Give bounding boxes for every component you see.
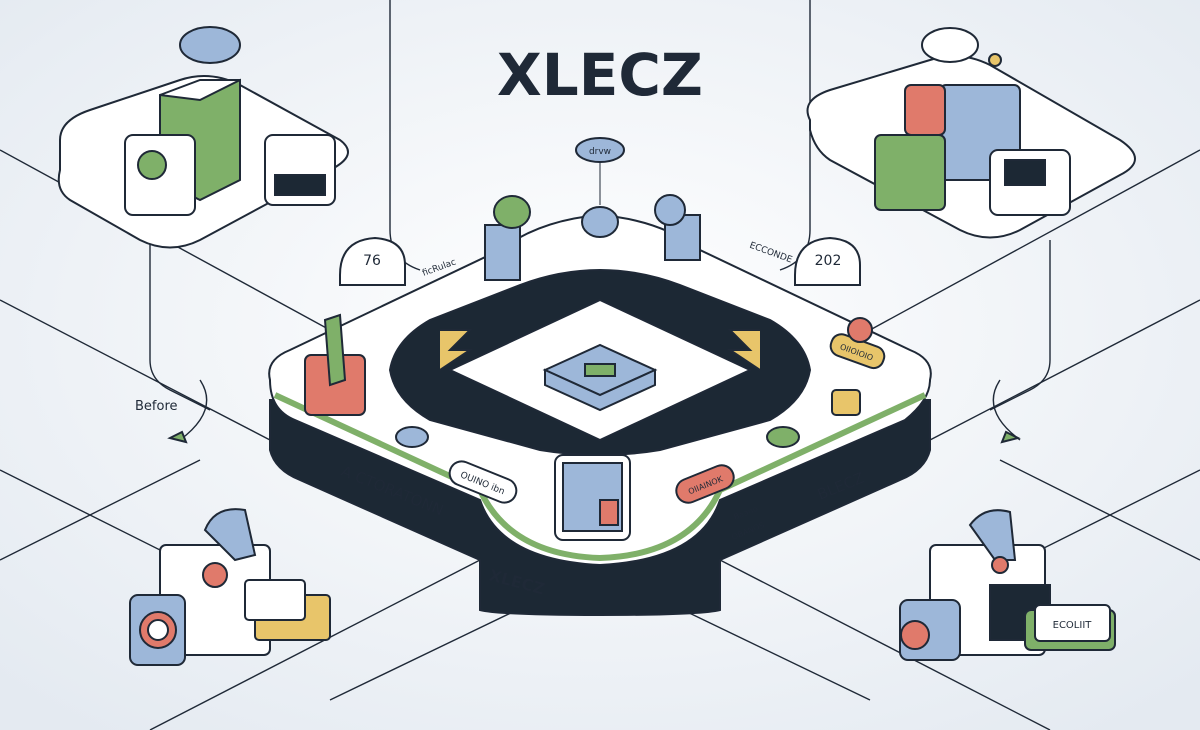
machine-icon: [664, 214, 701, 261]
robot-arm-icon: [203, 508, 257, 562]
cloud-icon: [179, 26, 241, 64]
left-cloud-text: 76: [363, 253, 381, 269]
building-icon: [484, 224, 521, 281]
page-title: XLECZ: [497, 41, 703, 109]
top-right-platform: [806, 27, 1136, 239]
red-panel-icon: [904, 84, 946, 136]
lamp-icon: [988, 53, 1002, 67]
output-card-text: ECOLIIT: [1053, 620, 1093, 631]
cloud-icon: [575, 137, 625, 163]
central-platform: drvw 76 ficRulac 202 ECCONDE OIIOIOIO A …: [268, 137, 932, 617]
before-caption: Before: [135, 399, 178, 414]
robot-arm-icon: [968, 509, 1017, 561]
cloud-icon: [921, 27, 979, 63]
disk-icon: [766, 426, 800, 448]
left-cloud-badge: [339, 236, 406, 286]
leaf-icon: [167, 430, 188, 444]
left-pill: [448, 460, 518, 504]
arrow-right-icon: [726, 329, 761, 371]
cloud-label: drvw: [589, 147, 611, 157]
coin-icon: [654, 194, 686, 226]
coin-icon: [493, 195, 531, 229]
plant-pot-icon: [831, 389, 861, 416]
bottom-left-machine: [129, 508, 331, 666]
gear-icon: [202, 562, 228, 588]
bottom-right-machine: ECOLIIT: [899, 509, 1116, 661]
right-cloud-text: 202: [815, 253, 842, 269]
green-box-icon: [874, 134, 946, 211]
arrow-left-icon: [439, 329, 474, 371]
indicator-icon: [991, 556, 1009, 574]
top-left-platform: [57, 26, 349, 249]
people-icon: [581, 206, 619, 238]
leaf-icon: [1000, 430, 1021, 444]
disk-icon: [395, 426, 429, 448]
right-cloud-badge: [794, 236, 861, 286]
gear-icon: [847, 317, 873, 343]
right-pill: [675, 464, 735, 504]
